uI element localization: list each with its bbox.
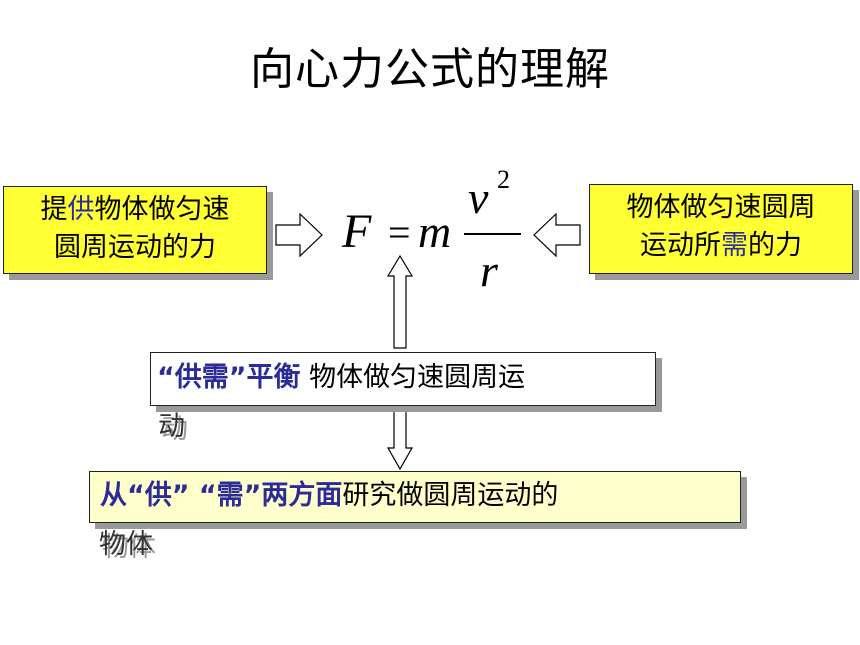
- balance-box: “供需”平衡 物体做匀速圆周运: [150, 352, 656, 406]
- supply-box: 提供物体做匀速 圆周运动的力: [3, 186, 267, 274]
- balance-text: 物体做匀速圆周运: [300, 362, 526, 393]
- formula-F: F: [341, 205, 372, 258]
- left-arrow-icon: [533, 212, 581, 258]
- balance-text-overflow: 动: [158, 411, 185, 442]
- perspective-text-overflow: 物体: [99, 529, 153, 560]
- supply-box-line2: 圆周运动的力: [54, 232, 216, 263]
- demand-box: 物体做匀速圆周 运动所需的力: [589, 184, 853, 274]
- centripetal-force-formula: F = m v 2 r: [341, 165, 521, 290]
- perspective-box: 从“供” “需”两方面研究做圆周运动的: [89, 471, 741, 523]
- demand-box-line2: 运动所需的力: [640, 230, 802, 261]
- formula-exponent: 2: [497, 165, 510, 194]
- formula-m: m: [418, 206, 451, 257]
- formula-r: r: [480, 245, 499, 290]
- formula-equals: =: [388, 210, 411, 255]
- balance-label: “供需”平衡: [157, 362, 301, 393]
- demand-keyword: 需: [721, 230, 748, 261]
- slide-title: 向心力公式的理解: [250, 44, 610, 95]
- up-arrow-icon: [386, 254, 414, 349]
- perspective-text: 研究做圆周运动的: [342, 480, 559, 511]
- supply-box-line1: 提供物体做匀速: [40, 194, 230, 225]
- right-arrow-icon: [275, 212, 323, 258]
- down-arrow-icon: [386, 408, 414, 471]
- perspective-label: 从“供” “需”两方面: [100, 480, 343, 511]
- demand-box-line1: 物体做匀速圆周: [626, 192, 816, 223]
- formula-v: v: [468, 172, 489, 223]
- supply-keyword: 供: [67, 194, 95, 225]
